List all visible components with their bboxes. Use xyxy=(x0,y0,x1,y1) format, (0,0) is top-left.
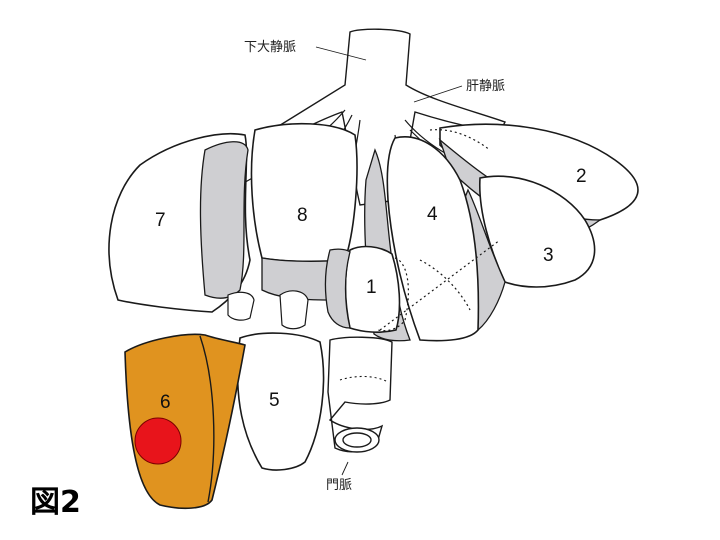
segment-label-7: 7 xyxy=(155,210,166,231)
segment-label-6: 6 xyxy=(160,392,171,413)
ivc-label: 下大静脈 xyxy=(244,40,296,55)
segment-label-5: 5 xyxy=(269,390,280,411)
hepatic-vein-label: 肝静脈 xyxy=(466,79,505,94)
hidden-contours xyxy=(377,129,501,332)
segment-label-2: 2 xyxy=(576,166,587,187)
segment-label-3: 3 xyxy=(543,245,554,266)
segment-6 xyxy=(124,333,246,510)
segment-1 xyxy=(324,245,401,333)
glissonean-pedicles xyxy=(227,290,309,330)
segment-label-4: 4 xyxy=(427,204,438,225)
portal-vein-vessel xyxy=(327,336,393,453)
portal-vein-hidden xyxy=(339,375,389,383)
segment-label-8: 8 xyxy=(297,205,308,226)
segment-7 xyxy=(108,132,251,313)
ivc-leader-line xyxy=(315,46,367,61)
segment-5 xyxy=(236,332,325,471)
figure-label: 図2 xyxy=(30,485,81,520)
segment-label-1: 1 xyxy=(366,277,377,298)
tumor-circle xyxy=(134,417,182,465)
portal-vein-leader-line xyxy=(341,461,349,476)
hepatic-vein-leader-line xyxy=(413,85,463,103)
portal-vein-label: 門脈 xyxy=(326,478,352,493)
